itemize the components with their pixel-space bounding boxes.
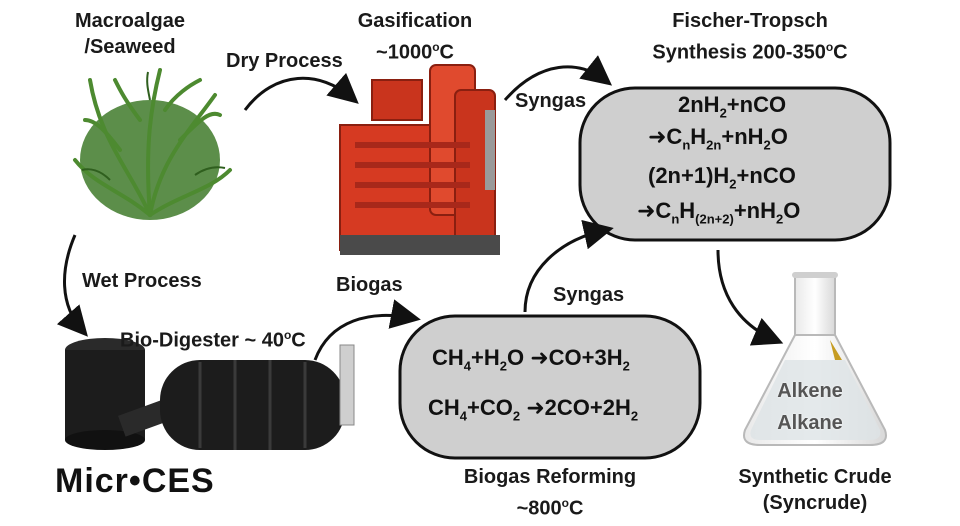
ft-line1: Fischer-Tropsch	[672, 10, 828, 32]
arrow-dry-process	[243, 72, 359, 111]
ft-eq-line2: ➜CnH2n+nH2O	[648, 124, 788, 153]
gasification-temp: ~1000oC	[376, 40, 454, 64]
ft-eq-line1: 2nH2+nCO	[678, 92, 787, 121]
gasification-label: Gasification ~1000oC	[340, 8, 490, 66]
ft-reaction-box	[578, 86, 892, 242]
arrow-syngas-to-ft	[503, 55, 613, 101]
flask-image	[743, 272, 887, 446]
syngas-top-label: Syngas	[515, 90, 587, 112]
seaweed-image	[73, 68, 232, 220]
biogas-reforming-text: Biogas Reforming	[463, 466, 637, 488]
gasification-text: Gasification	[357, 10, 473, 32]
arrow-biogas	[313, 299, 421, 361]
arrow-syngas-from-reforming	[523, 219, 614, 313]
arrow-wet-process	[56, 234, 88, 337]
wet-process-label: Wet Process	[82, 270, 202, 292]
synthetic-crude-label: Synthetic Crude (Syncrude)	[720, 464, 910, 516]
ft-eq-line3: (2n+1)H2+nCO	[648, 163, 796, 192]
arrow-to-syncrude	[716, 249, 784, 346]
reforming-eq-line2: CH4+CO2 ➜2CO+2H2	[428, 395, 639, 424]
ft-eq-line4: ➜CnH(2n+2)+nH2O	[637, 198, 801, 227]
synthetic-crude-text: Synthetic Crude	[738, 466, 892, 488]
digester-image	[65, 338, 355, 450]
biogas-label: Biogas	[336, 274, 403, 296]
reforming-eq-line1: CH4+H2O ➜CO+3H2	[432, 345, 630, 374]
reforming-reaction-box	[398, 314, 702, 460]
syngas-mid-label: Syngas	[553, 284, 625, 306]
reforming-temp: ~800oC	[516, 496, 584, 520]
syncrude-text: (Syncrude)	[762, 492, 868, 514]
biogas-reforming-label: Biogas Reforming ~800oC	[440, 464, 660, 522]
dry-process-label: Dry Process	[226, 50, 343, 72]
alkene-label: Alkene	[777, 380, 843, 402]
bio-digester-label: Bio-Digester ~ 40oC	[120, 328, 306, 352]
macroalgae-text: Macroalgae	[74, 10, 186, 32]
microces-logo: Micr•CES	[55, 462, 215, 500]
seaweed-text: /Seaweed	[84, 36, 176, 58]
ft-line2: Synthesis 200-350oC	[652, 40, 848, 64]
alkane-label: Alkane	[777, 412, 843, 434]
macroalgae-label: Macroalgae /Seaweed	[55, 8, 205, 60]
ft-label: Fischer-Tropsch Synthesis 200-350oC	[620, 8, 880, 66]
gasifier-image	[339, 64, 500, 255]
